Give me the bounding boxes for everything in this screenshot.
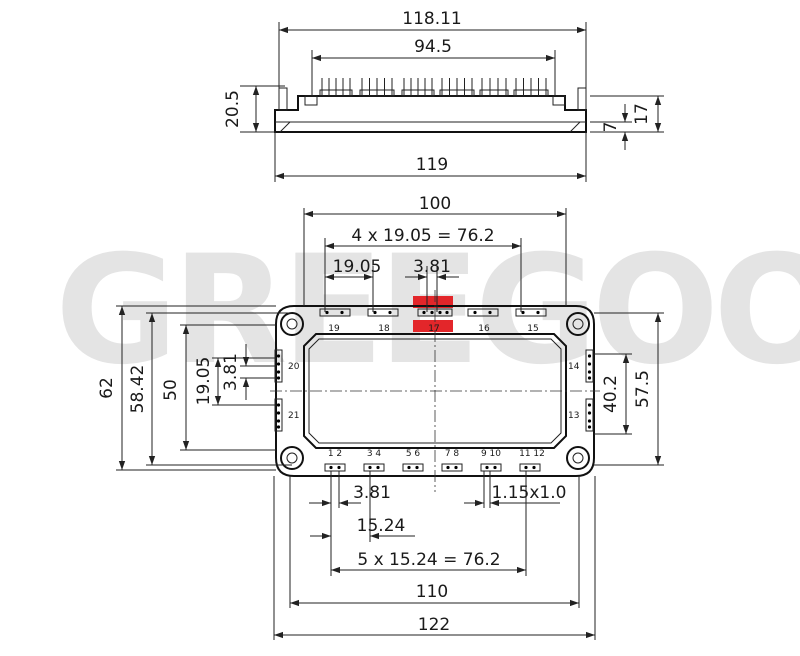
top-pin-block: [515, 308, 547, 317]
pin-label-19: 19: [328, 324, 340, 334]
dim-3-81-top: 3.81: [413, 257, 451, 277]
module-window-inner: [308, 338, 562, 444]
dim-40-2: 40.2: [601, 375, 621, 413]
side-view-body: [274, 95, 587, 133]
dim-58-42: 58.42: [128, 365, 148, 414]
pin-label-20: 20: [288, 362, 300, 372]
right-pin-block: [585, 398, 594, 432]
side-view-left-boss: [304, 95, 318, 106]
pin-label-18: 18: [378, 324, 390, 334]
dim-94-5: 94.5: [414, 37, 452, 57]
bottom-pin-block: [441, 463, 463, 472]
pin-label-1-2: 1 2: [328, 449, 342, 459]
dim-7: 7: [601, 122, 621, 133]
top-pin-block: [319, 308, 351, 317]
dim-20-5: 20.5: [223, 90, 243, 128]
top-pin-block: [467, 308, 499, 317]
side-view-right-post: [577, 87, 587, 111]
dim-119: 119: [416, 155, 448, 175]
bottom-pin-block: [480, 463, 502, 472]
dim-1-15x1-0: 1.15x1.0: [492, 483, 567, 503]
pin-label-14: 14: [568, 362, 580, 372]
pin-label-11-12: 11 12: [519, 449, 545, 459]
top-view: 19 18 17 16 15 20 21 14 13 1 2 3 4 5 6 7…: [97, 194, 664, 640]
pin-label-5-6: 5 6: [406, 449, 421, 459]
dim-57-5: 57.5: [633, 370, 653, 408]
top-pin-block: [417, 308, 453, 317]
dim-15-24: 15.24: [357, 516, 406, 536]
mounting-hole: [280, 446, 304, 470]
dim-17: 17: [632, 103, 652, 125]
dim-50: 50: [161, 379, 181, 401]
pin-label-13: 13: [568, 411, 579, 421]
module-case-outline: [275, 305, 595, 477]
left-pin-block: [274, 398, 283, 432]
dim-19-05-top: 19.05: [333, 257, 382, 277]
dim-3-81-left: 3.81: [221, 353, 241, 391]
side-view-left-post: [278, 87, 288, 111]
bottom-pin-block: [519, 463, 541, 472]
module-window-outer: [303, 333, 567, 449]
side-view-pin-header: [401, 89, 435, 97]
pin-label-7-8: 7 8: [445, 449, 460, 459]
pin-label-16: 16: [478, 324, 490, 334]
pin-label-17: 17: [428, 324, 439, 334]
side-view-right-boss: [552, 95, 566, 106]
right-pin-block: [585, 349, 594, 383]
watermark-red-bar-middle: [413, 320, 453, 332]
dim-4x19-05: 4 x 19.05 = 76.2: [351, 226, 494, 246]
top-pin-block: [367, 308, 399, 317]
dim-110: 110: [416, 582, 448, 602]
pin-label-9-10: 9 10: [481, 449, 501, 459]
mounting-hole: [566, 312, 590, 336]
side-view-pins: [319, 78, 549, 97]
side-view-pin-header: [439, 89, 475, 97]
pin-label-3-4: 3 4: [367, 449, 382, 459]
bottom-pin-block: [363, 463, 385, 472]
dim-5x15-24: 5 x 15.24 = 76.2: [357, 550, 500, 570]
pin-label-21: 21: [288, 411, 299, 421]
bottom-pin-block: [324, 463, 346, 472]
side-view-pin-header: [359, 89, 395, 97]
mounting-hole: [566, 446, 590, 470]
dim-62: 62: [97, 377, 117, 399]
side-view-pin-header: [319, 89, 353, 97]
dim-100: 100: [419, 194, 451, 214]
side-view-pin-header: [479, 89, 509, 97]
dim-122: 122: [418, 615, 450, 635]
side-view-hatch: [279, 121, 291, 133]
dim-19-05-left: 19.05: [194, 357, 214, 406]
side-view: 118.11 94.5 119 20.5 17 7: [223, 9, 664, 182]
side-view-hatch: [569, 121, 581, 133]
pin-label-15: 15: [527, 324, 538, 334]
dim-3-81-bottom: 3.81: [353, 483, 391, 503]
dim-118-11: 118.11: [402, 9, 461, 29]
bottom-pin-block: [402, 463, 424, 472]
side-view-pin-header: [513, 89, 549, 97]
